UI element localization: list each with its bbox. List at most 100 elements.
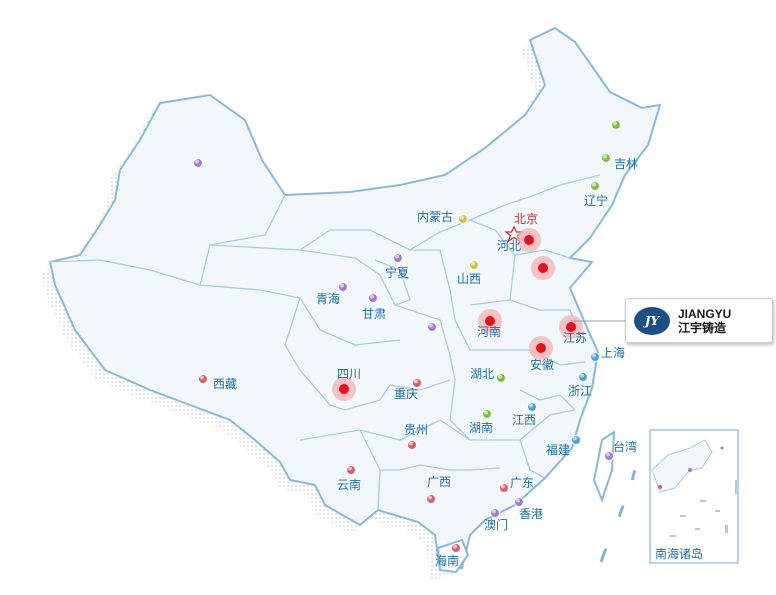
- province-shanghai[interactable]: 上海: [590, 345, 626, 362]
- province-ningxia[interactable]: 宁夏: [385, 253, 409, 281]
- province-label: 江西: [512, 413, 536, 427]
- province-hainan[interactable]: 海南: [435, 543, 461, 569]
- province-label: 湖南: [469, 420, 493, 435]
- province-label: 云南: [337, 477, 361, 492]
- province-label: 上海: [601, 345, 625, 360]
- province-guangxi[interactable]: 广西: [426, 475, 452, 504]
- marker-shine: [573, 436, 577, 441]
- province-jilin[interactable]: 吉林: [601, 153, 639, 172]
- province-sichuan[interactable]: 四川: [332, 367, 361, 401]
- province-marker-icon: [485, 316, 495, 326]
- province-label: 河南: [477, 324, 501, 339]
- province-label: 青海: [316, 291, 340, 306]
- province-marker-icon: [536, 343, 546, 353]
- province-label: 福建: [546, 442, 570, 457]
- province-shanxi[interactable]: 山西: [457, 260, 481, 287]
- marker-shine: [429, 323, 433, 328]
- province-marker-icon: [524, 235, 534, 245]
- province-shaanxi[interactable]: [427, 322, 437, 332]
- province-label: 江苏: [563, 331, 587, 345]
- beijing-label: 北京: [514, 212, 538, 226]
- province-label: 河北: [497, 239, 521, 253]
- province-label: 浙江: [568, 384, 592, 398]
- province-shandong[interactable]: [531, 256, 555, 280]
- province-henan[interactable]: 河南: [477, 309, 502, 339]
- province-marker-icon: [339, 384, 349, 394]
- province-guizhou[interactable]: 贵州: [404, 423, 428, 450]
- inset-label: 南海诸岛: [655, 546, 703, 561]
- logo-name-zh: 江宇铸造: [678, 320, 727, 335]
- province-label: 西藏: [213, 377, 237, 391]
- jy-logo-icon: JY: [634, 306, 670, 335]
- province-label: 湖北: [470, 366, 494, 381]
- province-hubei[interactable]: 湖北: [470, 366, 506, 383]
- marker-shine: [348, 466, 352, 471]
- province-liaoning[interactable]: 辽宁: [584, 181, 608, 209]
- marker-shine: [613, 121, 617, 126]
- province-label: 重庆: [394, 387, 418, 401]
- marker-shine: [340, 283, 344, 288]
- marker-shine: [492, 509, 496, 514]
- islands: [599, 469, 637, 563]
- province-neimenggu[interactable]: 内蒙古: [417, 209, 468, 224]
- province-xianggang[interactable]: 香港: [514, 497, 544, 522]
- province-label: 宁夏: [385, 265, 409, 280]
- province-label: 安徽: [530, 357, 554, 372]
- province-label: 辽宁: [584, 193, 608, 208]
- province-label: 贵州: [404, 423, 428, 437]
- marker-shine: [592, 182, 596, 187]
- province-taiwan[interactable]: 台湾: [604, 439, 638, 461]
- province-fujian[interactable]: 福建: [546, 435, 581, 458]
- marker-shine: [529, 403, 533, 408]
- marker-shine: [370, 294, 374, 299]
- province-anhui[interactable]: 安徽: [529, 336, 554, 372]
- province-label: 吉林: [614, 157, 638, 171]
- province-hebei[interactable]: 河北: [497, 228, 541, 253]
- province-marker-icon: [538, 263, 548, 273]
- marker-shine: [471, 261, 475, 266]
- province-zhejiang[interactable]: 浙江: [568, 372, 592, 399]
- marker-shine: [460, 215, 464, 220]
- province-label: 香港: [519, 507, 543, 521]
- marker-shine: [603, 154, 607, 159]
- marker-shine: [453, 544, 457, 549]
- province-label: 广东: [510, 476, 534, 490]
- marker-shine: [484, 410, 488, 415]
- province-yunnan[interactable]: 云南: [337, 465, 361, 493]
- province-qinghai[interactable]: 青海: [316, 282, 348, 307]
- province-label: 广西: [427, 475, 451, 489]
- province-label: 澳门: [484, 517, 508, 532]
- province-label: 内蒙古: [417, 209, 453, 224]
- province-guangdong[interactable]: 广东: [499, 476, 535, 493]
- marker-shine: [428, 495, 432, 500]
- marker-shine: [200, 375, 204, 380]
- marker-shine: [606, 452, 610, 457]
- province-label: 台湾: [613, 439, 637, 454]
- marker-shine: [580, 373, 584, 378]
- province-marker-icon: [566, 322, 576, 332]
- province-chongqing[interactable]: 重庆: [394, 378, 422, 402]
- province-xinjiang[interactable]: [193, 158, 203, 168]
- marker-shine: [501, 484, 505, 489]
- logo-name-en: JIANGYU: [678, 306, 732, 321]
- marker-shine: [395, 254, 399, 259]
- province-gansu[interactable]: 甘肃: [362, 293, 386, 322]
- province-label: 海南: [435, 553, 459, 568]
- marker-shine: [592, 353, 596, 358]
- province-hunan[interactable]: 湖南: [469, 409, 493, 436]
- jiangyu-logo-card[interactable]: JY JIANGYU 江宇铸造: [625, 298, 773, 343]
- province-label: 山西: [457, 272, 481, 286]
- province-jiangxi[interactable]: 江西: [512, 402, 537, 428]
- marker-shine: [516, 498, 520, 503]
- province-label: 甘肃: [362, 307, 386, 321]
- province-xizang[interactable]: 西藏: [198, 374, 238, 392]
- marker-shine: [409, 441, 413, 446]
- taiwan-island: [592, 430, 616, 503]
- south-sea-inset: 南海诸岛: [649, 429, 739, 564]
- marker-shine: [195, 159, 199, 164]
- province-aomen[interactable]: 澳门: [484, 508, 508, 533]
- marker-shine: [498, 374, 502, 379]
- province-heilongjiang[interactable]: [611, 120, 621, 130]
- province-label: 四川: [337, 367, 361, 381]
